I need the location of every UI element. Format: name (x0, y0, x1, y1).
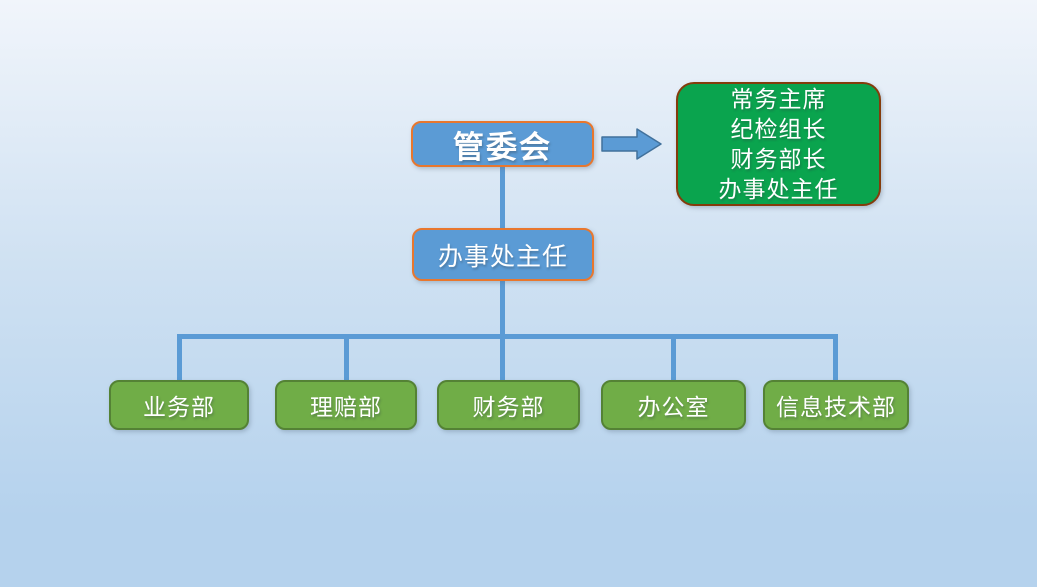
node-management-committee: 管委会 (411, 121, 594, 167)
node-label: 理赔部 (310, 394, 382, 420)
leadership-role: 常务主席 (730, 86, 827, 112)
node-dept-business: 业务部 (109, 380, 249, 430)
connector-root-to-manager (500, 165, 505, 229)
node-label: 办公室 (637, 394, 710, 420)
node-label: 财务部 (472, 394, 545, 420)
connector-horizontal-bus (177, 334, 838, 339)
leadership-role: 办事处主任 (718, 176, 839, 202)
node-label: 信息技术部 (776, 394, 896, 420)
connector-drop-claims (344, 334, 349, 382)
node-label: 管委会 (453, 129, 552, 165)
node-label: 业务部 (143, 394, 215, 420)
leadership-roles-panel: 常务主席 纪检组长 财务部长 办事处主任 (676, 82, 881, 206)
connector-manager-to-departments (500, 280, 505, 382)
node-dept-office: 办公室 (601, 380, 746, 430)
right-arrow-icon (601, 128, 662, 160)
node-dept-it: 信息技术部 (763, 380, 909, 430)
leadership-role: 财务部长 (730, 146, 827, 172)
connector-drop-office (671, 334, 676, 382)
leadership-role: 纪检组长 (730, 116, 827, 142)
node-label: 办事处主任 (437, 242, 568, 271)
node-dept-finance: 财务部 (437, 380, 580, 430)
node-dept-claims: 理赔部 (275, 380, 417, 430)
node-office-director: 办事处主任 (412, 228, 594, 281)
connector-drop-business (177, 334, 182, 382)
connector-drop-it (833, 334, 838, 382)
